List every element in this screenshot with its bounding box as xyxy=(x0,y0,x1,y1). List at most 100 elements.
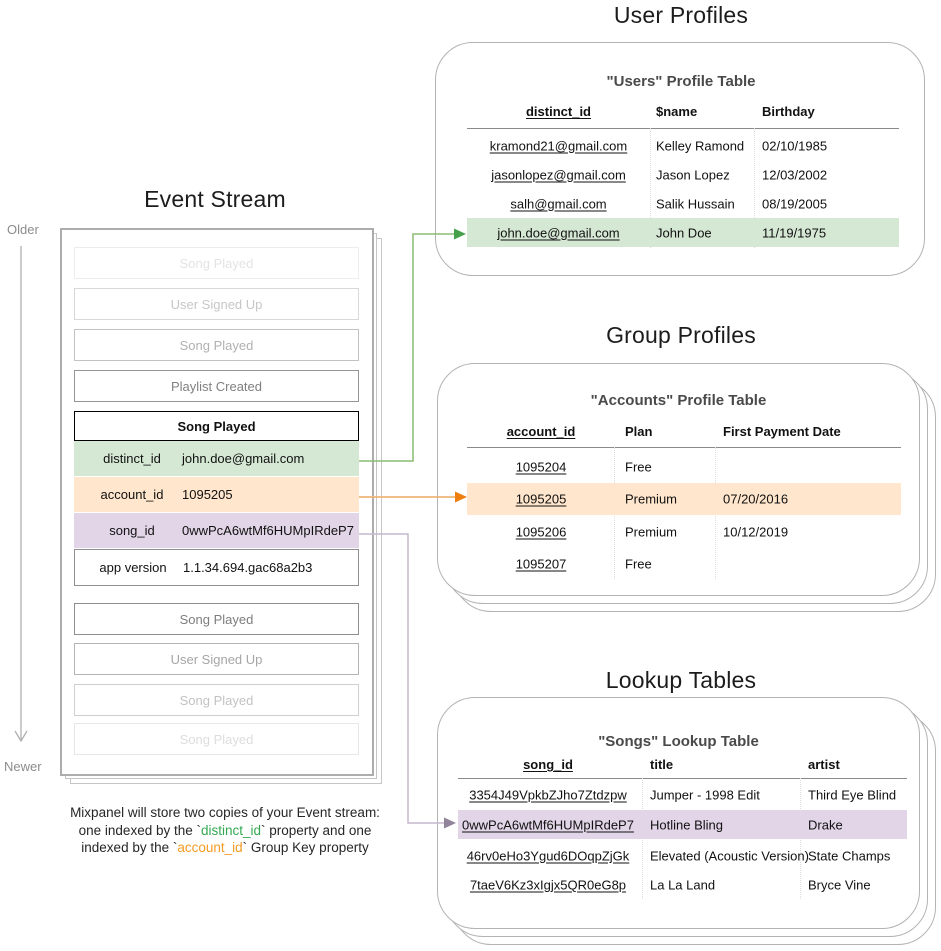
header-divider xyxy=(467,447,901,448)
lookup-tables-title: Lookup Tables xyxy=(605,667,757,693)
event-box: Song Played xyxy=(74,684,359,716)
caption-line2-pre: one indexed by the ` xyxy=(78,822,201,838)
table-row: 1095204 Free xyxy=(467,451,901,482)
cell-title: Jumper - 1998 Edit xyxy=(650,787,760,802)
caption-line3-pre: indexed by the ` xyxy=(81,840,178,855)
column-header: Plan xyxy=(625,424,653,439)
column-header: account_id xyxy=(506,424,576,439)
cell-birthday: 11/19/1975 xyxy=(762,225,827,240)
table-row: 46rv0eHo3Ygud6DOqpZjGk Elevated (Acousti… xyxy=(458,841,907,870)
cell-title: Elevated (Acoustic Version) xyxy=(650,848,809,863)
event-detail-title: Song Played xyxy=(74,411,359,441)
songs-header-row: song_id title artist xyxy=(458,757,907,775)
column-header: song_id xyxy=(523,757,573,772)
property-key: distinct_id xyxy=(103,451,161,466)
cell-distinct-id: john.doe@gmail.com xyxy=(497,225,620,240)
cell-name: John Doe xyxy=(656,225,712,240)
newer-label: Newer xyxy=(4,759,42,774)
caption-line3-post: ` Group Key property xyxy=(242,840,369,855)
cell-birthday: 08/19/2005 xyxy=(762,196,828,211)
table-row-highlighted: john.doe@gmail.com John Doe 11/19/1975 xyxy=(467,218,899,247)
event-box: User Signed Up xyxy=(74,288,359,320)
event-detail-row-distinct-id: distinct_id john.doe@gmail.com xyxy=(74,441,359,477)
table-row-highlighted: 1095205 Premium 07/20/2016 xyxy=(467,483,901,515)
cell-song-id: 7taeV6Kz3xIgjx5QR0eG8p xyxy=(469,877,627,892)
songs-table-title: "Songs" Lookup Table xyxy=(598,733,759,750)
cell-name: Salik Hussain xyxy=(656,196,735,211)
cell-artist: Bryce Vine xyxy=(808,877,871,892)
cell-name: Jason Lopez xyxy=(656,167,730,182)
cell-name: Kelley Ramond xyxy=(656,138,745,153)
cell-distinct-id: jasonlopez@gmail.com xyxy=(491,167,626,182)
column-header: artist xyxy=(808,757,840,772)
cell-song-id: 3354J49VpkbZJho7Ztdzpw xyxy=(469,787,627,802)
column-header: distinct_id xyxy=(525,104,591,119)
group-profiles-title: Group Profiles xyxy=(606,322,756,348)
table-row: 7taeV6Kz3xIgjx5QR0eG8p La La Land Bryce … xyxy=(458,870,907,899)
cell-plan: Free xyxy=(625,459,652,474)
event-box: User Signed Up xyxy=(74,643,359,675)
event-stream-title: Event Stream xyxy=(144,186,286,212)
cell-first-payment: 07/20/2016 xyxy=(723,491,789,507)
header-divider xyxy=(458,778,907,779)
cell-first-payment: 10/12/2019 xyxy=(723,524,789,539)
cell-account-id: 1095206 xyxy=(515,524,567,539)
table-row-highlighted: 0wwPcA6wtMf6HUMpIRdeP7 Hotline Bling Dra… xyxy=(458,810,907,839)
users-header-row: distinct_id $name Birthday xyxy=(467,104,899,122)
column-header: First Payment Date xyxy=(723,424,841,439)
event-box: Song Played xyxy=(74,603,359,635)
header-divider xyxy=(467,128,899,129)
event-detail-row-account-id: account_id 1095205 xyxy=(74,477,359,513)
users-table-title: "Users" Profile Table xyxy=(606,73,756,90)
cell-title: Hotline Bling xyxy=(650,817,723,832)
event-box: Song Played xyxy=(74,723,359,755)
column-divider xyxy=(754,128,755,248)
table-row: 1095206 Premium 10/12/2019 xyxy=(467,516,901,547)
column-header: Birthday xyxy=(762,104,815,119)
property-value: john.doe@gmail.com xyxy=(182,451,305,466)
table-row: 1095207 Free xyxy=(467,548,901,579)
cell-song-id: 46rv0eHo3Ygud6DOqpZjGk xyxy=(466,848,630,863)
property-key: app version xyxy=(99,560,167,575)
property-value: 1.1.34.694.gac68a2b3 xyxy=(183,560,313,575)
cell-plan: Premium xyxy=(625,524,678,539)
table-row: kramond21@gmail.com Kelley Ramond 02/10/… xyxy=(467,131,899,160)
cell-title: La La Land xyxy=(650,877,716,892)
cell-artist: State Champs xyxy=(808,848,891,863)
accounts-table: account_id Plan First Payment Date 10952… xyxy=(467,424,901,581)
user-profiles-title: User Profiles xyxy=(613,2,749,28)
table-row: 3354J49VpkbZJho7Ztdzpw Jumper - 1998 Edi… xyxy=(458,780,907,809)
event-detail-row-song-id: song_id 0wwPcA6wtMf6HUMpIRdeP7 xyxy=(74,513,359,549)
caption-line2-post: ` property and one xyxy=(261,822,372,838)
cell-distinct-id: salh@gmail.com xyxy=(510,196,607,211)
caption-line1: Mixpanel will store two copies of your E… xyxy=(70,805,380,820)
table-row: salh@gmail.com Salik Hussain 08/19/2005 xyxy=(467,189,899,218)
accounts-table-title: "Accounts" Profile Table xyxy=(590,392,767,409)
cell-birthday: 02/10/1985 xyxy=(762,138,828,153)
cell-plan: Premium xyxy=(625,491,678,507)
accounts-header-row: account_id Plan First Payment Date xyxy=(467,424,901,442)
property-key: song_id xyxy=(109,523,155,538)
column-header: title xyxy=(650,757,674,772)
stream-caption: Mixpanel will store two copies of your E… xyxy=(30,804,420,857)
cell-plan: Free xyxy=(625,556,652,571)
caption-account-id: account_id xyxy=(177,840,243,855)
property-value: 1095205 xyxy=(182,487,233,502)
column-header: $name xyxy=(656,104,698,119)
cell-account-id: 1095207 xyxy=(515,556,567,571)
property-key: account_id xyxy=(100,487,164,502)
accounts-card xyxy=(437,363,920,596)
users-table: distinct_id $name Birthday kramond21@gma… xyxy=(467,104,899,249)
cell-distinct-id: kramond21@gmail.com xyxy=(489,138,628,153)
cell-artist: Drake xyxy=(808,817,843,832)
cell-account-id: 1095204 xyxy=(515,459,567,474)
cell-account-id: 1095205 xyxy=(515,491,567,507)
event-box: Song Played xyxy=(74,329,359,361)
event-detail-row-app-version: app version 1.1.34.694.gac68a2b3 xyxy=(74,549,359,586)
cell-artist: Third Eye Blind xyxy=(808,787,897,802)
cell-song-id: 0wwPcA6wtMf6HUMpIRdeP7 xyxy=(462,817,634,832)
songs-table: song_id title artist 3354J49VpkbZJho7Ztd… xyxy=(458,757,907,902)
older-label: Older xyxy=(7,222,39,237)
caption-distinct-id: distinct_id xyxy=(200,822,262,838)
